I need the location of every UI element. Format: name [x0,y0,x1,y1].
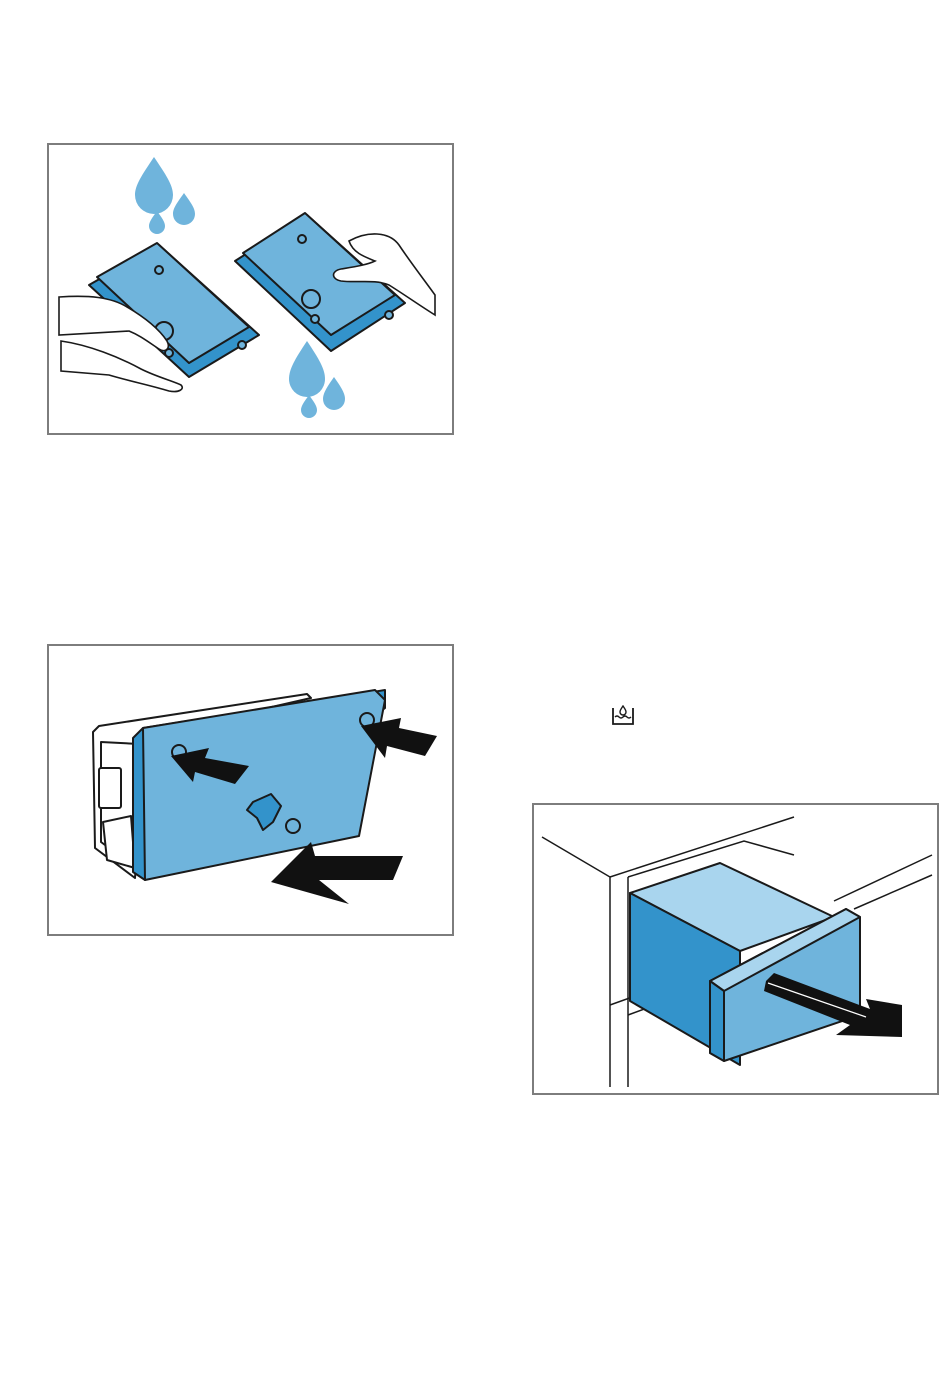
insert-filter-illustration [49,646,452,934]
pull-out-drawer-illustration [534,805,937,1093]
figure-insert-filter [47,644,454,936]
water-drop-icon [135,157,195,234]
water-drop-icon [289,341,345,418]
drawer[interactable] [630,863,860,1065]
figure-rinse-filter [47,143,454,435]
rinse-filter-illustration [49,145,452,433]
figure-pull-out-drawer [532,803,939,1095]
water-tank-icon [610,705,636,727]
